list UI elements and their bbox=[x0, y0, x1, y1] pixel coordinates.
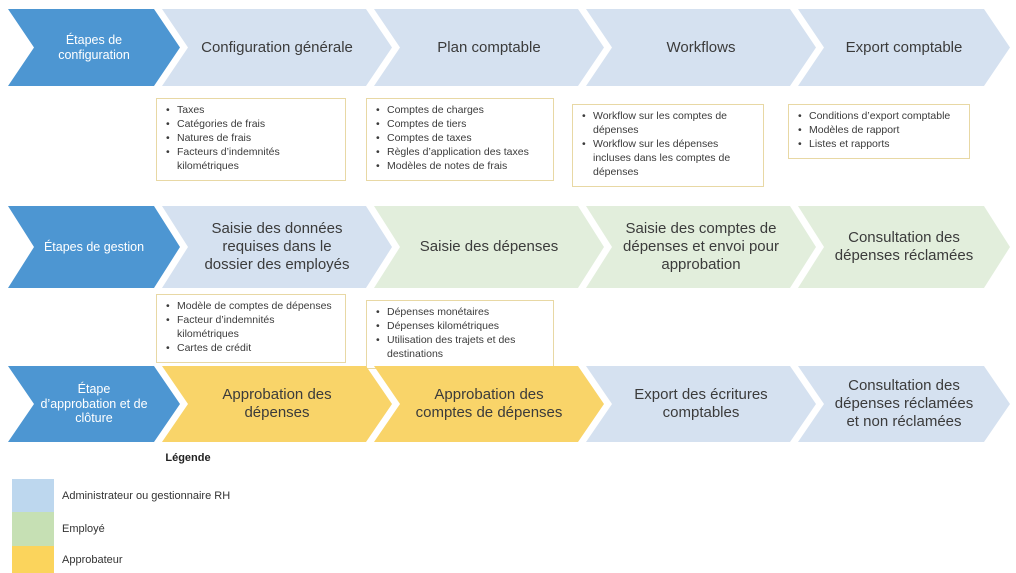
step-chevron-saisie-comptes-depenses: Saisie des comptes de dépenses et envoi … bbox=[586, 206, 816, 288]
step-label: Saisie des comptes de dépenses et envoi … bbox=[623, 220, 779, 273]
stage-chevron-gestion: Étapes de gestion bbox=[8, 206, 180, 288]
detail-box-export-comptable: Conditions d’export comptable Modèles de… bbox=[788, 104, 970, 159]
step-chevron-approbation-comptes: Approbation des comptes de dépenses bbox=[374, 366, 604, 442]
legend-title: Légende bbox=[165, 452, 211, 464]
detail-item: Utilisation des trajets et des destinati… bbox=[371, 334, 547, 362]
step-chevron-consultation-depenses-reclamees: Consultation des dépenses réclamées bbox=[798, 206, 1010, 288]
step-chevron-configuration-generale: Configuration générale bbox=[162, 9, 392, 86]
step-label: Saisie des données requises dans le doss… bbox=[204, 220, 350, 273]
legend-label-employee: Employé bbox=[62, 523, 105, 535]
step-chevron-saisie-depenses: Saisie des dépenses bbox=[374, 206, 604, 288]
stage-label: Étapes de gestion bbox=[43, 239, 145, 254]
detail-item: Comptes de charges bbox=[371, 104, 547, 118]
detail-item: Modèles de notes de frais bbox=[371, 160, 547, 174]
step-label: Plan comptable bbox=[437, 38, 541, 56]
stage-label: Étape d’approbation et de clôture bbox=[40, 381, 148, 426]
step-label: Approbation des dépenses bbox=[222, 386, 332, 421]
step-label: Approbation des comptes de dépenses bbox=[415, 386, 563, 421]
detail-box-saisie-donnees: Modèle de comptes de dépenses Facteur d’… bbox=[156, 294, 346, 363]
step-label: Consultation des dépenses réclamées et n… bbox=[834, 377, 974, 430]
stage-chevron-configuration: Étapes de configuration bbox=[8, 9, 180, 86]
step-label: Workflows bbox=[666, 38, 736, 56]
detail-item: Conditions d’export comptable bbox=[793, 110, 963, 124]
detail-box-saisie-depenses: Dépenses monétaires Dépenses kilométriqu… bbox=[366, 300, 554, 369]
detail-box-configuration-generale: Taxes Catégories de frais Natures de fra… bbox=[156, 98, 346, 181]
legend-swatch-approver bbox=[12, 546, 54, 573]
legend-swatch-employee bbox=[12, 512, 54, 546]
stage-chevron-approbation-cloture: Étape d’approbation et de clôture bbox=[8, 366, 180, 442]
step-chevron-export-ecritures: Export des écritures comptables bbox=[586, 366, 816, 442]
step-chevron-workflows: Workflows bbox=[586, 9, 816, 86]
step-label: Saisie des dépenses bbox=[419, 238, 559, 256]
detail-box-plan-comptable: Comptes de charges Comptes de tiers Comp… bbox=[366, 98, 554, 181]
detail-item: Facteur d’indemnités kilométriques bbox=[161, 314, 339, 342]
detail-item: Catégories de frais bbox=[161, 118, 339, 132]
step-chevron-consultation-reclamees-non-reclamees: Consultation des dépenses réclamées et n… bbox=[798, 366, 1010, 442]
step-label: Export des écritures comptables bbox=[634, 386, 768, 421]
detail-item: Modèle de comptes de dépenses bbox=[161, 300, 339, 314]
detail-box-workflows: Workflow sur les comptes de dépenses Wor… bbox=[572, 104, 764, 187]
stage-label: Étapes de configuration bbox=[58, 32, 130, 62]
step-chevron-export-comptable: Export comptable bbox=[798, 9, 1010, 86]
legend-swatch-admin bbox=[12, 479, 54, 512]
detail-item: Cartes de crédit bbox=[161, 342, 339, 356]
legend-label-approver: Approbateur bbox=[62, 553, 123, 566]
detail-item: Workflow sur les dépenses incluses dans … bbox=[577, 138, 757, 180]
detail-item: Facteurs d’indemnités kilométriques bbox=[161, 146, 339, 174]
detail-item: Taxes bbox=[161, 104, 339, 118]
legend-label-admin: Administrateur ou gestionnaire RH bbox=[62, 489, 231, 502]
step-chevron-approbation-depenses: Approbation des dépenses bbox=[162, 366, 392, 442]
detail-item: Règles d’application des taxes bbox=[371, 146, 547, 160]
detail-item: Comptes de taxes bbox=[371, 132, 547, 146]
detail-item: Listes et rapports bbox=[793, 138, 963, 152]
detail-item: Comptes de tiers bbox=[371, 118, 547, 132]
step-chevron-plan-comptable: Plan comptable bbox=[374, 9, 604, 86]
step-label: Configuration générale bbox=[201, 38, 353, 56]
detail-item: Natures de frais bbox=[161, 132, 339, 146]
detail-item: Workflow sur les comptes de dépenses bbox=[577, 110, 757, 138]
detail-item: Modèles de rapport bbox=[793, 124, 963, 138]
step-chevron-saisie-donnees: Saisie des données requises dans le doss… bbox=[162, 206, 392, 288]
detail-item: Dépenses kilométriques bbox=[371, 320, 547, 334]
step-label: Consultation des dépenses réclamées bbox=[834, 229, 974, 264]
detail-item: Dépenses monétaires bbox=[371, 306, 547, 320]
step-label: Export comptable bbox=[845, 38, 963, 56]
